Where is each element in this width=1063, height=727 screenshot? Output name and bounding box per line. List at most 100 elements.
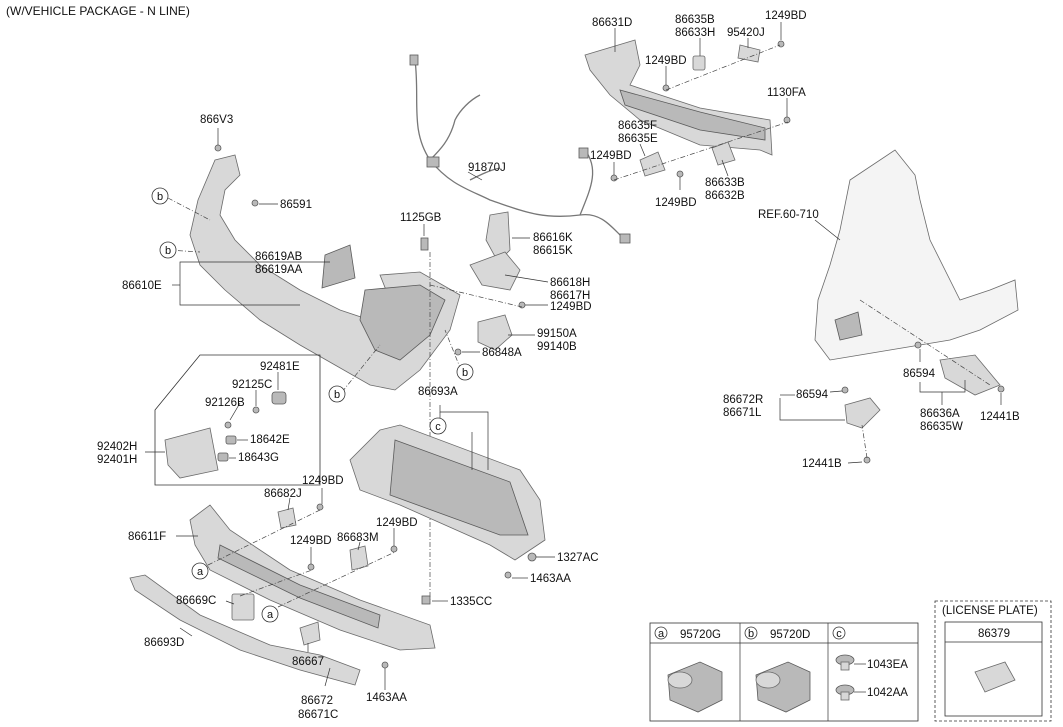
callout-b-4: b — [456, 363, 474, 381]
label-86693A: 86693A — [418, 386, 458, 398]
label-86671C: 86671C — [298, 709, 338, 721]
label-95420J: 95420J — [727, 27, 765, 39]
label-86591: 86591 — [280, 199, 312, 211]
label-92126B: 92126B — [205, 397, 245, 409]
diagram-title: (W/VEHICLE PACKAGE - N LINE) — [6, 4, 190, 18]
label-1249BD-e: 1249BD — [550, 301, 592, 313]
legend-b-header: b 95720D — [744, 626, 810, 641]
label-86693D: 86693D — [144, 637, 184, 649]
label-12441B-b: 12441B — [802, 458, 842, 470]
label-86610E: 86610E — [122, 280, 162, 292]
callout-a-1: a — [191, 562, 209, 580]
legend-c-part-2: 1042AA — [867, 687, 908, 699]
label-86635E: 86635E — [618, 133, 658, 145]
svg-text:b: b — [334, 389, 340, 401]
bracket-86672R-86671L — [779, 386, 881, 464]
label-99140B: 99140B — [537, 341, 577, 353]
label-86667: 86667 — [292, 656, 324, 668]
label-86611F: 86611F — [128, 531, 166, 543]
label-86618H: 86618H — [550, 277, 590, 289]
label-86633B: 86633B — [705, 177, 745, 189]
svg-text:b: b — [748, 628, 754, 640]
bracket-86635B-86633H — [692, 44, 761, 71]
part-labels: 86631D 86635B 86633H 95420J 1249BD 1249B… — [97, 10, 1020, 721]
legend-table: a 95720G b 95720D c 1043EA 10 — [649, 622, 919, 722]
label-18642E: 18642E — [250, 434, 290, 446]
label-86616K: 86616K — [533, 232, 573, 244]
under-cover-86693A — [349, 405, 555, 579]
svg-text:b: b — [157, 191, 163, 203]
label-92481E: 92481E — [260, 361, 300, 373]
label-86635W: 86635W — [920, 421, 963, 433]
callout-b-3: b — [328, 385, 346, 403]
label-86669C: 86669C — [176, 595, 216, 607]
label-1463AA-a: 1463AA — [530, 573, 571, 585]
lower-bumper-86611F — [189, 504, 436, 651]
label-86594-b: 86594 — [903, 368, 936, 380]
fog-lamp-inset — [145, 354, 321, 486]
quarter-panel-ref — [814, 149, 1019, 396]
label-86594-a: 86594 — [796, 389, 829, 401]
label-86632B: 86632B — [705, 190, 745, 202]
label-92125C: 92125C — [232, 379, 272, 391]
callout-c-1: c — [429, 417, 447, 435]
label-ref-60-710: REF.60-710 — [758, 209, 819, 221]
legend-b-part: 95720D — [770, 629, 810, 641]
label-86671L: 86671L — [723, 407, 762, 419]
label-86617H: 86617H — [550, 290, 590, 302]
label-1249BD-h: 1249BD — [290, 535, 332, 547]
label-18643G: 18643G — [238, 452, 279, 464]
label-91870J: 91870J — [468, 162, 506, 174]
svg-text:c: c — [836, 628, 842, 640]
parking-sensor-icon-b — [755, 661, 811, 713]
label-86672R: 86672R — [723, 394, 763, 406]
legend-c-part-1: 1043EA — [867, 659, 908, 671]
leader-lines-top-right — [613, 22, 789, 190]
sensor-bracket-99150A — [477, 314, 513, 351]
license-plate-lamp-icon — [974, 661, 1016, 693]
callout-b-1: b — [151, 187, 169, 205]
callout-a-2: a — [261, 605, 279, 623]
label-86636A: 86636A — [920, 408, 960, 420]
license-plate-box: (LICENSE PLATE) 86379 — [934, 600, 1052, 722]
label-86619AB: 86619AB — [255, 251, 303, 263]
label-1249BD-c: 1249BD — [590, 150, 632, 162]
label-1463AA-b: 1463AA — [366, 692, 407, 704]
label-86633H: 86633H — [675, 27, 715, 39]
license-plate-part: 86379 — [978, 628, 1010, 640]
leader-lines-lower — [176, 488, 448, 690]
callout-b-2: b — [159, 241, 177, 259]
label-1249BD-a: 1249BD — [765, 10, 807, 22]
label-12441B-a: 12441B — [980, 411, 1020, 423]
leaders-86636A — [919, 349, 1002, 405]
clip-icons-c: 1043EA 1042AA — [835, 654, 908, 701]
label-1125GB: 1125GB — [400, 212, 442, 224]
label-92402H: 92402H — [97, 441, 137, 453]
label-1335CC: 1335CC — [450, 596, 492, 608]
label-1249BD-d: 1249BD — [655, 197, 697, 209]
legend-a-header: a 95720G — [654, 626, 721, 641]
label-1130FA: 1130FA — [767, 87, 806, 99]
label-1249BD-f: 1249BD — [302, 475, 344, 487]
label-86635B: 86635B — [675, 14, 715, 26]
label-99150A: 99150A — [537, 328, 577, 340]
label-92401H: 92401H — [97, 454, 137, 466]
license-plate-title: (LICENSE PLATE) — [942, 605, 1038, 617]
label-86683M: 86683M — [337, 532, 379, 544]
svg-text:c: c — [435, 421, 441, 433]
label-86615K: 86615K — [533, 245, 573, 257]
bumper-beam-86631D — [584, 39, 773, 156]
label-1249BD-b: 1249BD — [645, 55, 687, 67]
wire-harness-91870J — [409, 54, 631, 244]
label-86635F: 86635F — [618, 120, 657, 132]
label-86682J: 86682J — [264, 488, 302, 500]
legend-a-part: 95720G — [680, 629, 721, 641]
label-1327AC: 1327AC — [557, 552, 599, 564]
svg-text:a: a — [267, 609, 274, 621]
bracket-86635F-86635E — [639, 141, 736, 177]
parking-sensor-icon-a — [667, 661, 723, 713]
label-86672: 86672 — [301, 695, 333, 707]
brackets-lower — [231, 503, 431, 669]
